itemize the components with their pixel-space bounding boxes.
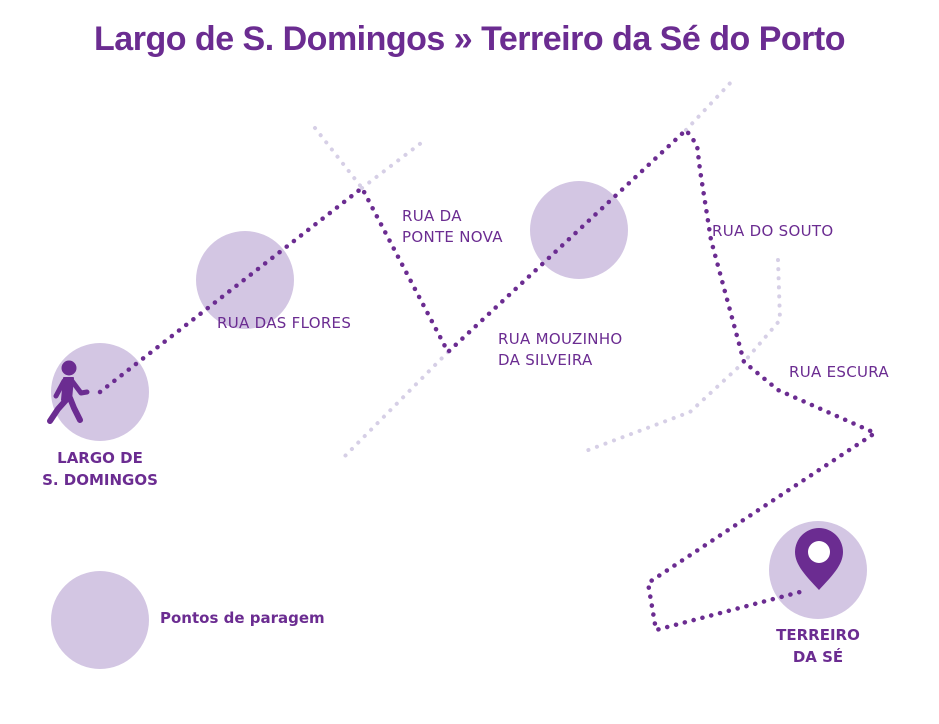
background-streets	[313, 78, 783, 460]
street-label-rua-das-flores: RUA DAS FLORES	[217, 314, 352, 332]
street-segment	[742, 258, 783, 364]
street-label-rua-escura: RUA ESCURA	[789, 363, 889, 381]
legend-stop-circle	[51, 571, 149, 669]
street-label-rua-do-souto: RUA DO SOUTO	[712, 222, 834, 240]
legend-label: Pontos de paragem	[160, 609, 325, 627]
page-title: Largo de S. Domingos » Terreiro da Sé do…	[94, 20, 845, 58]
street-segment	[684, 78, 735, 132]
street-segment	[360, 138, 427, 190]
walking-route	[97, 127, 878, 633]
street-segment	[581, 360, 746, 454]
stop-point-mouzinho	[530, 181, 628, 279]
end-place-label: TERREIRO DA SÉ	[776, 626, 860, 666]
street-segment	[341, 350, 450, 460]
stop-points	[51, 181, 867, 669]
map-pin-icon	[795, 528, 843, 590]
street-label-rua-mouzinho: RUA MOUZINHO DA SILVEIRA	[498, 330, 623, 369]
street-label-rua-da-ponte-nova: RUA DA PONTE NOVA	[402, 207, 503, 246]
start-place-label: LARGO DE S. DOMINGOS	[42, 449, 158, 489]
street-segment	[313, 126, 364, 190]
walking-person-icon	[47, 360, 90, 424]
